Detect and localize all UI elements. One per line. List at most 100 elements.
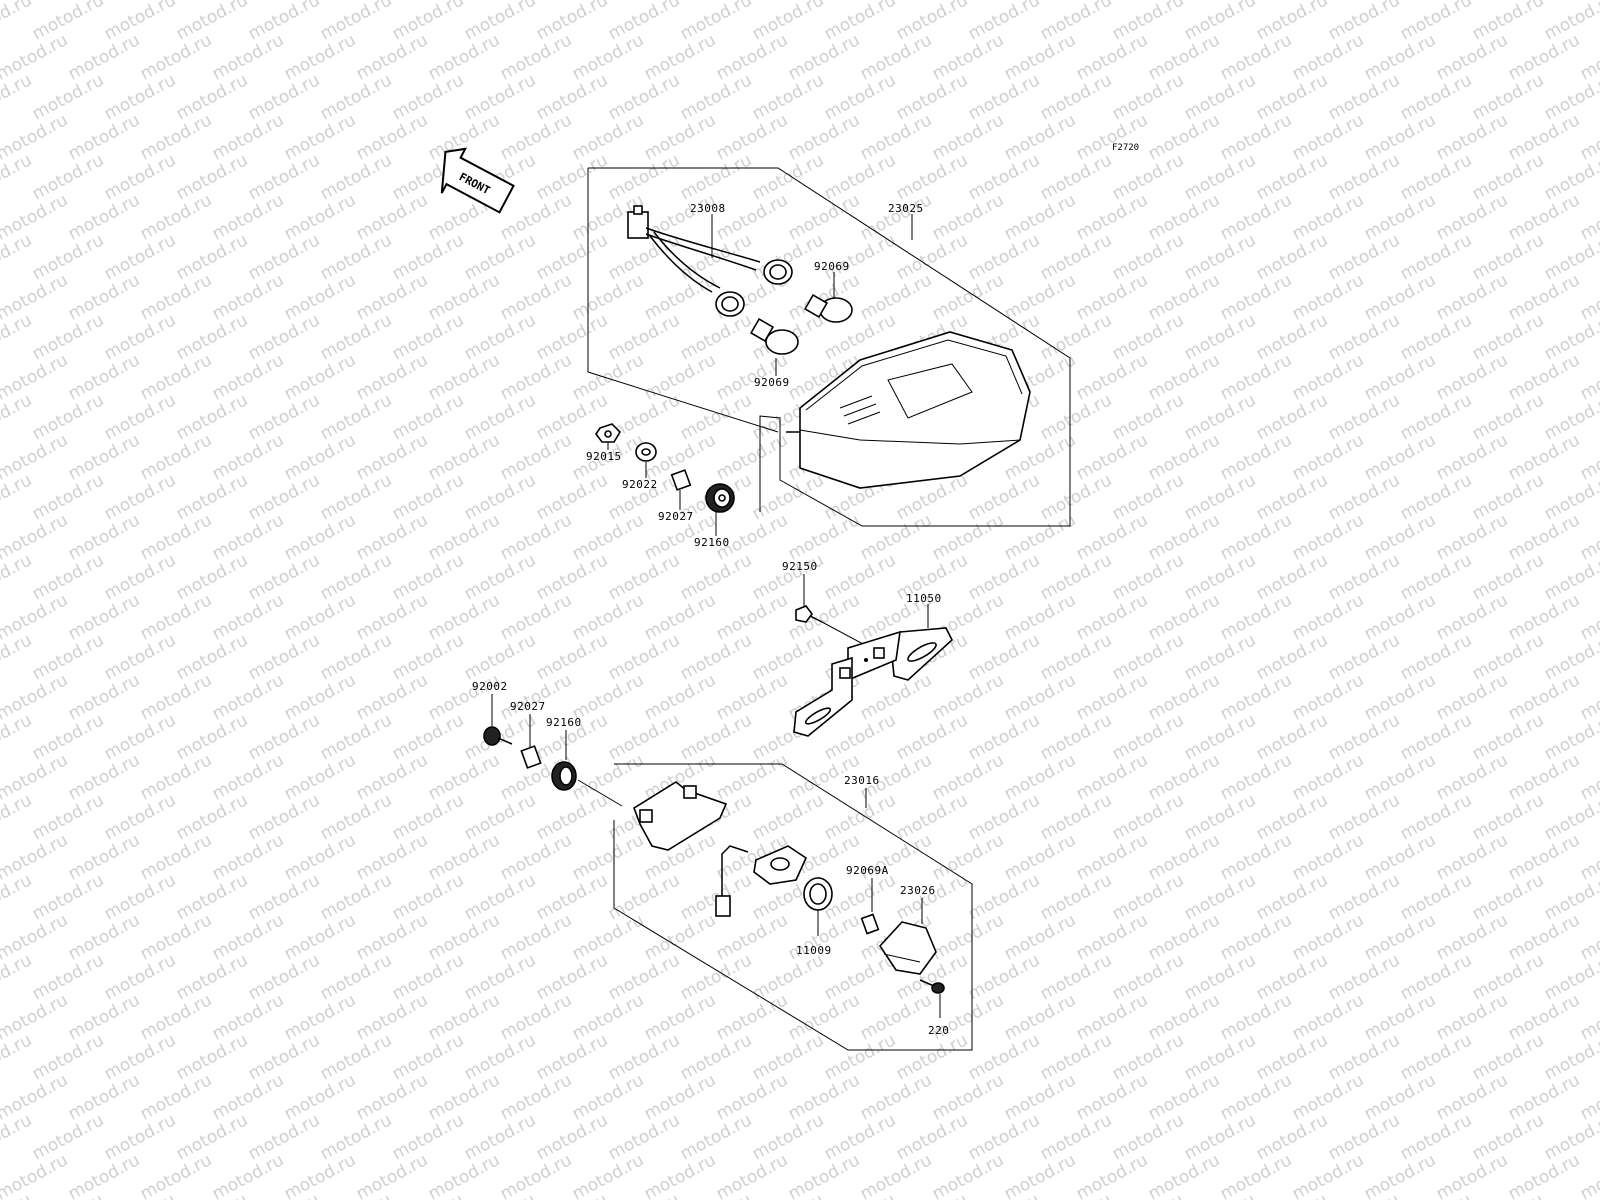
watermark-text: motod.ru [137, 350, 215, 404]
watermark-text: motod.ru [245, 230, 323, 284]
bolt-92150 [795, 605, 823, 623]
watermark-text: motod.ru [749, 550, 827, 604]
bolt-head [795, 605, 813, 623]
watermark-text: motod.ru [1109, 550, 1187, 604]
watermark-text: motod.ru [461, 1110, 539, 1164]
watermark-text: motod.ru [749, 150, 827, 204]
watermark-text: motod.ru [1217, 430, 1295, 484]
watermark-text: motod.ru [713, 750, 791, 804]
bracket-left-slot [804, 707, 832, 725]
watermark-text: motod.ru [281, 30, 359, 84]
watermark-text: motod.ru [65, 510, 143, 564]
watermark-text: motod.ru [497, 830, 575, 884]
watermark-text: motod.ru [209, 350, 287, 404]
watermark-text: motod.ru [1397, 950, 1475, 1004]
watermark-text: motod.ru [1181, 870, 1259, 924]
tail-light-housing [786, 331, 1031, 489]
watermark-text: motod.ru [209, 430, 287, 484]
collar-body [520, 745, 542, 769]
watermark-text: motod.ru [821, 710, 899, 764]
watermark-text: motod.ru [1361, 350, 1439, 404]
watermark-text: motod.ru [29, 230, 107, 284]
lens-reflector [887, 363, 973, 419]
watermark-text: motod.ru [173, 550, 251, 604]
watermark-text: motod.ru [641, 110, 719, 164]
lamp-bracket-nut-1 [639, 809, 653, 823]
watermark-text: motod.ru [389, 710, 467, 764]
bulb-92069A [860, 913, 880, 935]
lamp-bracket-nut-2 [683, 785, 697, 799]
harness-wire-1 [645, 227, 761, 263]
bulb-92069-upper [803, 293, 853, 323]
watermark-text: motod.ru [1469, 230, 1547, 284]
watermark-text: motod.ru [1505, 270, 1583, 324]
watermark-text: motod.ru [965, 150, 1043, 204]
watermark-text: motod.ru [677, 0, 755, 44]
watermark-text: motod.ru [65, 270, 143, 324]
group-outline-left [587, 168, 779, 433]
watermark-text: motod.ru [641, 350, 719, 404]
watermark-text: motod.ru [1181, 630, 1259, 684]
watermark-text: motod.ru [425, 1070, 503, 1124]
watermark-text: motod.ru [281, 990, 359, 1044]
watermark-text: motod.ru [713, 990, 791, 1044]
watermark-text: motod.ru [101, 1030, 179, 1084]
watermark-text: motod.ru [137, 190, 215, 244]
watermark-text: motod.ru [1361, 30, 1439, 84]
watermark-text: motod.ru [1433, 670, 1511, 724]
watermark-text: motod.ru [821, 1110, 899, 1164]
watermark-text: motod.ru [1109, 790, 1187, 844]
part-label-220: 220 [928, 1024, 949, 1037]
collar-92027-top [670, 469, 692, 491]
watermark-text: motod.ru [1361, 270, 1439, 324]
watermark-text: motod.ru [101, 630, 179, 684]
watermark-text: motod.ru [1397, 710, 1475, 764]
watermark-text: motod.ru [1325, 630, 1403, 684]
watermark-text: motod.ru [1001, 590, 1079, 644]
front-arrow: FRONT [440, 147, 515, 214]
watermark-text: motod.ru [497, 350, 575, 404]
watermark-text: motod.ru [209, 590, 287, 644]
watermark-text: motod.ru [101, 0, 179, 44]
watermark-text: motod.ru [389, 0, 467, 44]
watermark-text: motod.ru [1037, 150, 1115, 204]
watermark-text: motod.ru [317, 550, 395, 604]
watermark-text: motod.ru [425, 110, 503, 164]
watermark-text: motod.ru [1361, 190, 1439, 244]
watermark-text: motod.ru [1181, 150, 1259, 204]
watermark-text: motod.ru [569, 1070, 647, 1124]
watermark-text: motod.ru [605, 70, 683, 124]
watermark-text: motod.ru [1145, 430, 1223, 484]
watermark-text: motod.ru [893, 790, 971, 844]
watermark-text: motod.ru [1397, 230, 1475, 284]
watermark-text: motod.ru [209, 1070, 287, 1124]
watermark-text: motod.ru [605, 1110, 683, 1164]
watermark-text: motod.ru [1505, 670, 1583, 724]
wiring-harness-23008 [627, 205, 793, 317]
watermark-text: motod.ru [533, 790, 611, 844]
watermark-text: motod.ru [1397, 1030, 1475, 1084]
watermark-text: motod.ru [1001, 830, 1079, 884]
watermark-text: motod.ru [929, 670, 1007, 724]
watermark-text: motod.ru [389, 870, 467, 924]
part-label-92069-upper: 92069 [814, 260, 850, 273]
watermark-text: motod.ru [821, 230, 899, 284]
watermark-text: motod.ru [929, 830, 1007, 884]
watermark-text: motod.ru [497, 190, 575, 244]
watermark-text: motod.ru [1253, 870, 1331, 924]
watermark-text: motod.ru [245, 630, 323, 684]
watermark-text: motod.ru [1181, 0, 1259, 44]
part-label-92027-bottom: 92027 [510, 700, 546, 713]
watermark-text: motod.ru [713, 30, 791, 84]
watermark-text: motod.ru [1001, 910, 1079, 964]
tail-light-lens [799, 331, 1031, 489]
watermark-text: motod.ru [101, 950, 179, 1004]
watermark-text: motod.ru [857, 510, 935, 564]
watermark-text: motod.ru [1361, 1150, 1439, 1200]
watermark-text: motod.ru [461, 470, 539, 524]
watermark-text: motod.ru [317, 1030, 395, 1084]
watermark-text: motod.ru [857, 270, 935, 324]
watermark-text: motod.ru [1289, 910, 1367, 964]
figure-code: F2720 [1112, 143, 1139, 153]
